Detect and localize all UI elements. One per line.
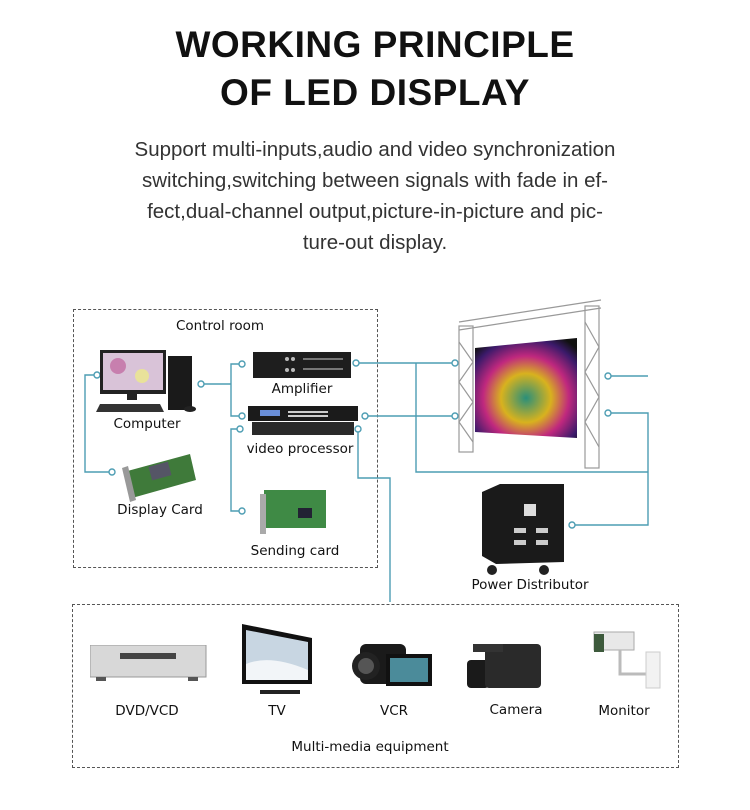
title-line-1: WORKING PRINCIPLE	[175, 24, 575, 65]
camera-label: Camera	[489, 702, 543, 718]
computer-label: Computer	[113, 416, 181, 432]
camera-icon	[467, 644, 541, 688]
subtitle-line-3: fect,dual-channel output,picture-in-pict…	[147, 200, 603, 223]
led-display-icon	[458, 299, 602, 469]
vcr-label: VCR	[379, 703, 409, 719]
video-processor-label: video processor	[246, 441, 354, 457]
title-line-2: OF LED DISPLAY	[220, 72, 530, 113]
power-distributor-icon	[482, 484, 564, 575]
subtitle-line-4: ture-out display.	[302, 231, 448, 254]
monitor-camera-icon	[593, 631, 661, 689]
multimedia-label: Multi-media equipment	[291, 739, 449, 755]
control-room-box	[73, 309, 378, 568]
video-processor-icon	[248, 406, 358, 435]
subtitle-line-2: switching,switching between signals with…	[141, 169, 609, 192]
sending-card-icon	[260, 490, 326, 534]
amplifier-label: Amplifier	[271, 381, 333, 397]
sending-card-label: Sending card	[250, 543, 340, 559]
tv-icon	[242, 624, 312, 694]
display-card-icon	[122, 454, 196, 502]
monitor-label: Monitor	[598, 703, 650, 719]
tv-label: TV	[268, 703, 286, 719]
control-room-label: Control room	[175, 318, 265, 334]
dvd-player-icon	[90, 645, 207, 681]
power-distributor-label: Power Distributor	[471, 577, 589, 593]
subtitle-line-1: Support multi-inputs,audio and video syn…	[134, 138, 616, 161]
multimedia-box	[72, 604, 679, 768]
amplifier-icon	[253, 352, 351, 378]
dvd-vcd-label: DVD/VCD	[115, 703, 179, 719]
display-card-label: Display Card	[117, 502, 203, 518]
computer-icon	[96, 350, 196, 412]
vcr-icon	[352, 644, 432, 686]
